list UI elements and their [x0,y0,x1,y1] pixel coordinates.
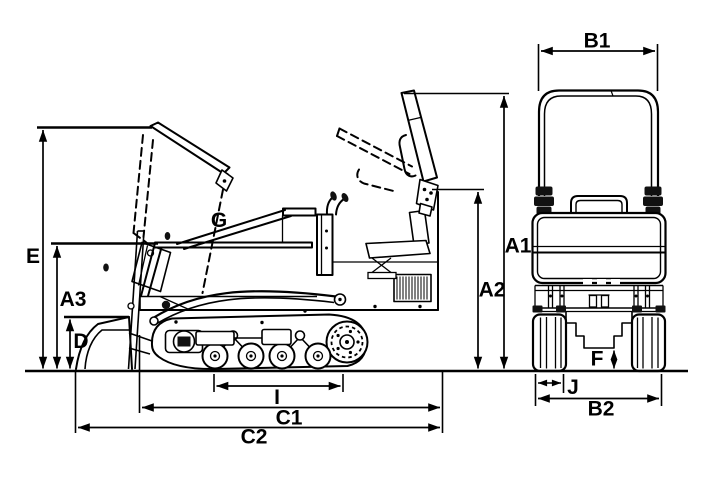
rear-view [531,89,667,373]
rops-folded-dashed [336,127,413,193]
dim-G: G [211,209,227,232]
control-levers [325,191,349,216]
rops-side [398,89,439,217]
dim-label-B2: B2 [588,398,615,421]
dim-label-F: F [591,348,604,371]
dim-label-J: J [567,376,579,399]
dim-label-A1: A1 [505,235,532,258]
dim-I: I [213,374,344,409]
dim-label-B1: B1 [584,30,611,53]
dim-label-D: D [73,330,88,353]
operator-seat [365,209,431,280]
rear-frame [534,284,664,313]
dim-A1: A1 [404,92,532,369]
dim-J: J [537,374,579,399]
dim-label-E: E [26,245,40,268]
rear-axle-housing [565,311,633,349]
dim-E: E [26,126,152,369]
dim-A2: A2 [432,188,506,369]
side-view [75,89,439,371]
rear-sprocket [325,320,369,364]
dim-A3: A3 [51,242,158,369]
track-undercarriage [150,313,369,371]
dump-bed [140,207,334,297]
rear-rops-arch [534,89,663,215]
dim-label-C2: C2 [241,426,268,449]
engine-grille [393,273,432,303]
chassis [139,191,439,325]
dim-label-G: G [211,209,227,232]
dim-label-A3: A3 [60,288,87,311]
dim-D: D [64,315,129,369]
dim-label-C1: C1 [276,407,303,430]
rear-bed [531,211,667,285]
track-bogie [268,330,332,370]
dim-F: F [591,348,618,371]
seat-handle-rear [570,195,628,214]
dim-C2: C2 [74,372,441,449]
dim-label-A2: A2 [479,279,506,302]
dim-B2: B2 [534,374,663,421]
dim-B1: B1 [537,30,659,91]
dim-label-I: I [274,386,280,409]
tipped-bed-dashed [103,121,234,294]
